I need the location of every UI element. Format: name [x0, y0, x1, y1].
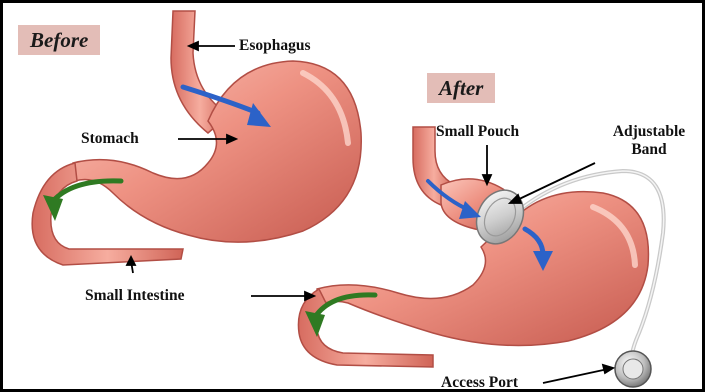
- esophagus-label: Esophagus: [239, 37, 311, 55]
- adjustable-band-label-line2: Band: [599, 141, 699, 159]
- access-port-label: Access Port: [441, 374, 518, 392]
- anatomy-illustration: [3, 3, 705, 392]
- after-tag: After: [427, 73, 495, 103]
- small-pouch-label: Small Pouch: [436, 123, 519, 141]
- adjustable-band-label-line1: Adjustable: [599, 123, 699, 141]
- small-intestine-label: Small Intestine: [85, 287, 184, 305]
- before-tag: Before: [18, 25, 100, 55]
- access-port: [615, 351, 651, 387]
- adjustable-band-label: Adjustable Band: [599, 123, 699, 159]
- before-stomach: [73, 61, 361, 242]
- stomach-label: Stomach: [81, 130, 139, 148]
